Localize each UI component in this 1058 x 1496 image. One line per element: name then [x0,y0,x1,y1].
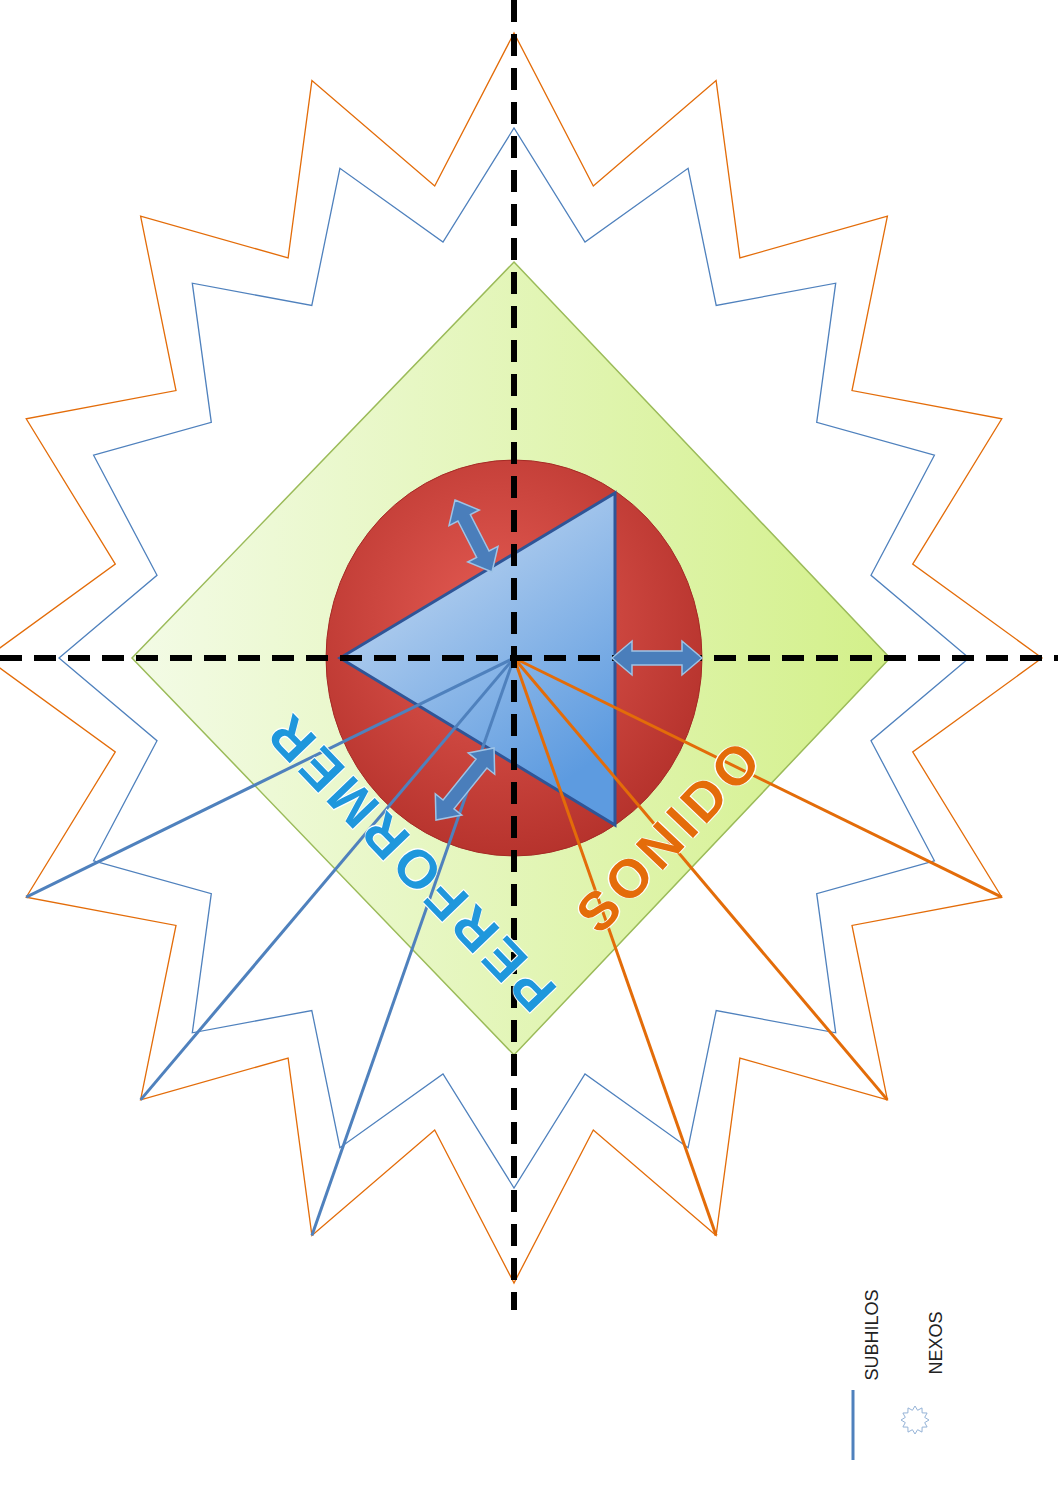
legend-text: NEXOS [927,1311,945,1374]
double-arrow [423,737,508,830]
legend-text: SUBHILOS [863,1289,881,1380]
sound-line [514,658,716,1235]
sound-line [514,658,887,1100]
green-diamond: PERFORMERSONIDO [132,262,890,1055]
horizontal-axis [0,655,1058,661]
legend-star-sample [901,1406,929,1434]
double-arrow [612,641,702,675]
legend-line-sample [852,1390,855,1460]
double-arrow [440,492,507,580]
